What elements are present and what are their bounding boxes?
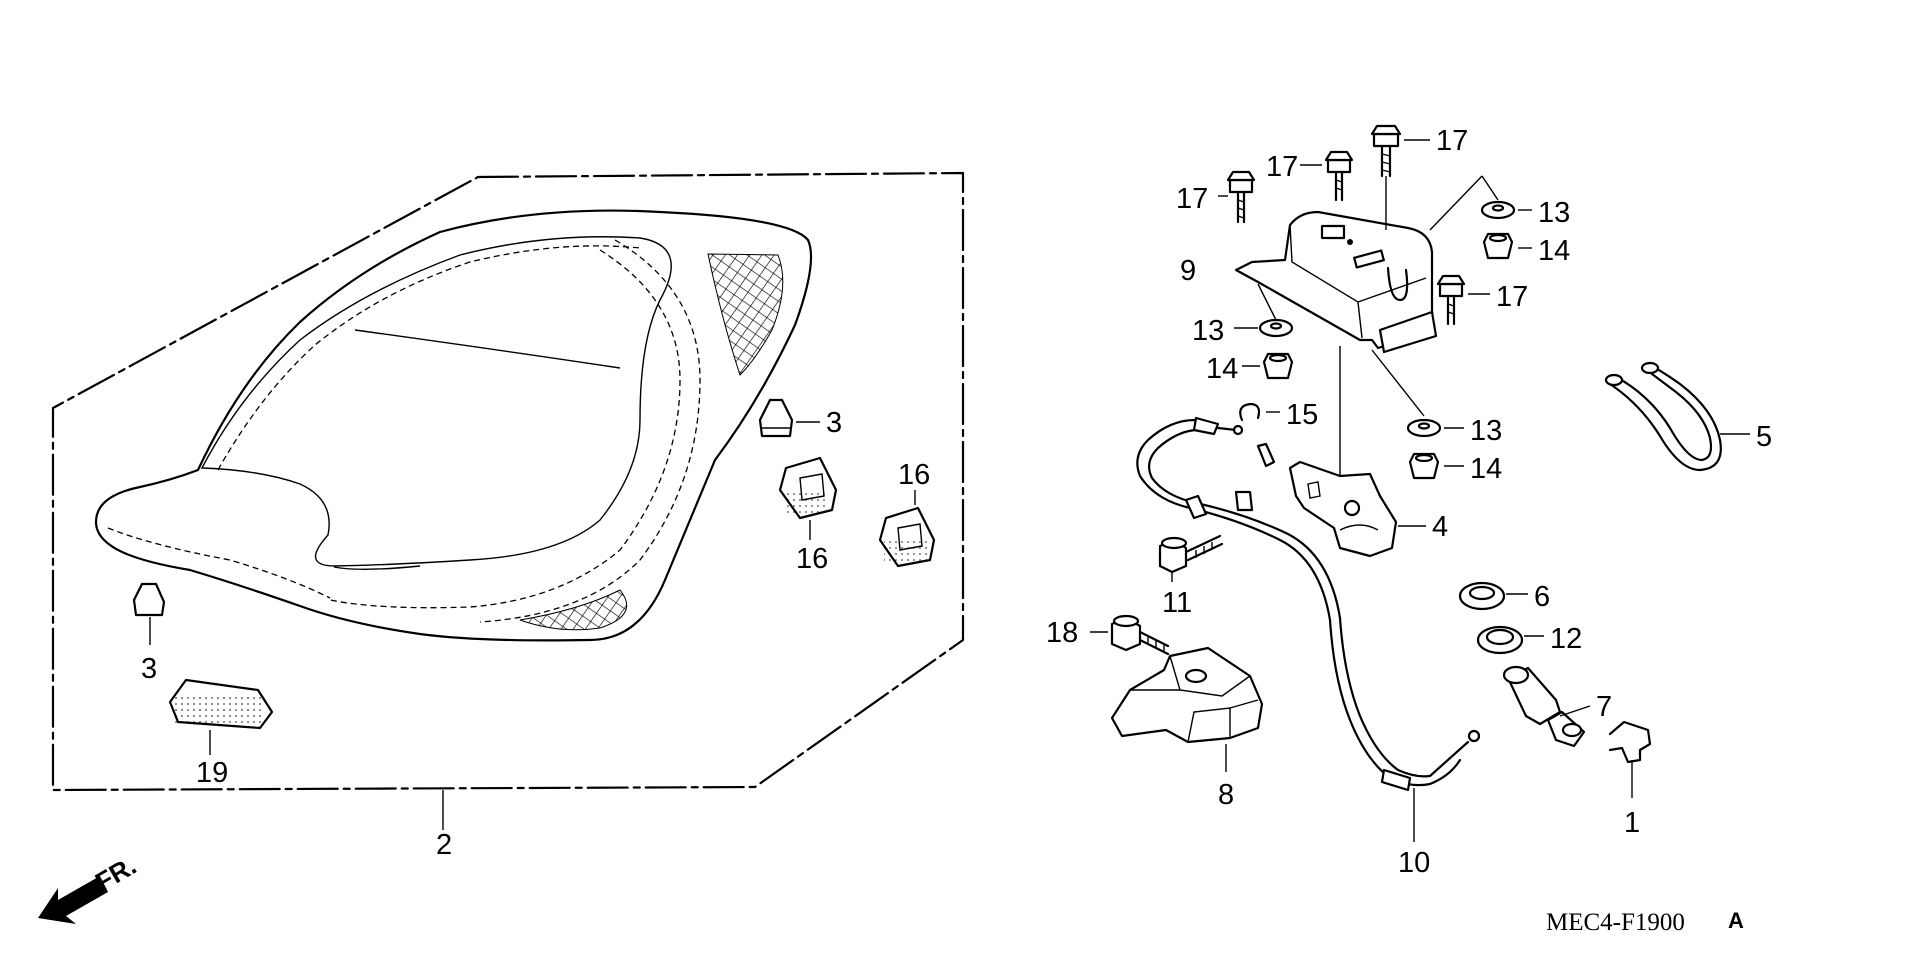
tool-cable-part-5 <box>1604 361 1750 472</box>
callout-9: 9 <box>1180 255 1196 287</box>
callout-2: 2 <box>436 829 452 861</box>
diagram-code-suffix: A <box>1728 908 1744 933</box>
clip-part-1 <box>1608 720 1652 798</box>
callout-7: 7 <box>1596 691 1612 723</box>
flange-bolt-part-17-d <box>1436 274 1490 326</box>
key-cylinder-part-7 <box>1502 665 1591 748</box>
seat-lock-cable-part-10 <box>1136 416 1481 842</box>
seat-pad-part-19 <box>168 678 274 755</box>
washer-part-13-left <box>1234 318 1294 338</box>
callout-13-left: 13 <box>1192 315 1224 347</box>
seat-lock-latch-part-4 <box>1288 460 1426 558</box>
callout-10: 10 <box>1398 847 1430 879</box>
callout-5: 5 <box>1756 421 1772 453</box>
callout-16-b: 16 <box>898 459 930 491</box>
seat-clip-part-16 <box>778 456 838 540</box>
washer-part-13-top <box>1480 200 1532 220</box>
callout-1: 1 <box>1624 807 1640 839</box>
callout-17-b: 17 <box>1266 151 1298 183</box>
seat-cushion <box>94 209 813 642</box>
callout-17-a: 17 <box>1176 183 1208 215</box>
front-direction-arrow: FR. <box>38 850 141 924</box>
seat-latch-bracket-part-9 <box>1234 210 1438 354</box>
callout-3-upper: 3 <box>826 407 842 439</box>
damper-rubber-part-3 <box>758 398 820 438</box>
callout-15: 15 <box>1286 399 1318 431</box>
callout-16-a: 16 <box>796 543 828 575</box>
callout-14-lower: 14 <box>1470 453 1502 485</box>
damper-rubber-part-3-lower <box>132 582 166 645</box>
flange-bolt-part-17-b <box>1300 150 1354 202</box>
flange-bolt-part-17-a <box>1218 170 1256 224</box>
callout-6: 6 <box>1534 581 1550 613</box>
callout-19: 19 <box>196 757 228 789</box>
nut-part-14-left <box>1242 352 1294 380</box>
bolt-part-11 <box>1158 534 1224 582</box>
callout-11: 11 <box>1162 587 1192 619</box>
nut-part-14-lower <box>1408 452 1464 480</box>
clip-part-15 <box>1239 402 1280 422</box>
seat-clip-part-16-b <box>878 490 936 568</box>
callout-13-top: 13 <box>1538 197 1570 229</box>
callout-14-left: 14 <box>1206 353 1238 385</box>
latch-stay-part-8 <box>1110 646 1264 772</box>
callout-8: 8 <box>1218 779 1234 811</box>
callout-17-d: 17 <box>1496 281 1528 313</box>
callout-3-lower: 3 <box>141 653 157 685</box>
washer-part-13-lower <box>1406 418 1464 438</box>
callout-18: 18 <box>1046 617 1078 649</box>
callout-4: 4 <box>1432 511 1448 543</box>
bolt-part-18 <box>1090 614 1170 656</box>
diagram-code: MEC4-F1900 <box>1546 909 1685 936</box>
seat-assembly-frame <box>51 171 965 792</box>
callout-12: 12 <box>1550 623 1582 655</box>
callout-13-lower: 13 <box>1470 415 1502 447</box>
nut-part-14-top <box>1482 232 1532 260</box>
grommet-part-6 <box>1458 581 1528 611</box>
ring-part-12 <box>1476 625 1544 655</box>
callout-17-c: 17 <box>1436 125 1468 157</box>
callout-14-top: 14 <box>1538 235 1570 267</box>
flange-bolt-part-17-c <box>1370 124 1430 230</box>
